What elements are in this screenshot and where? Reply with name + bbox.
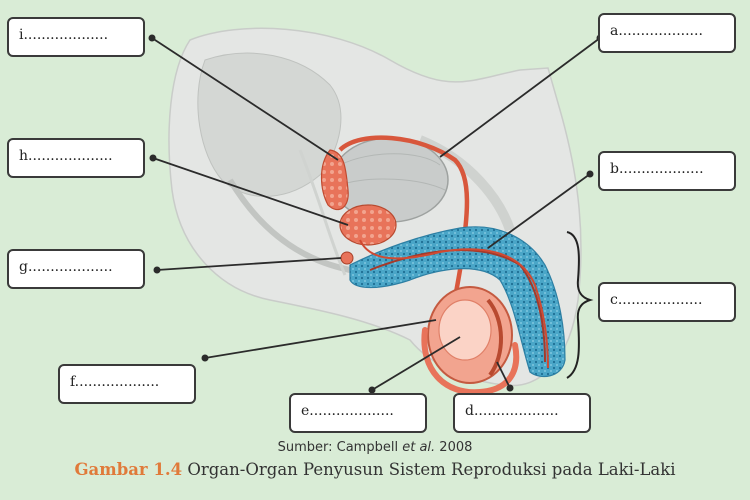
label-box-c[interactable]: c................... [598, 282, 736, 322]
leader-line-a [439, 37, 601, 158]
leader-line-b [487, 173, 591, 249]
leader-line-d [496, 361, 511, 389]
source-year: 2008 [435, 440, 473, 455]
figure-number: Gambar 1.4 [74, 460, 183, 479]
source-etal: et al. [402, 440, 436, 455]
label-box-f[interactable]: f................... [58, 364, 196, 404]
leader-line-g [156, 257, 342, 271]
figure-caption-text: Organ-Organ Penyusun Sistem Reproduksi p… [182, 460, 676, 479]
seminal-vesicle [320, 149, 349, 211]
source-prefix: Sumber: Campbell [277, 440, 403, 455]
penis-brace [566, 231, 594, 379]
label-box-b[interactable]: b................... [598, 151, 736, 191]
label-box-a[interactable]: a................... [598, 13, 736, 53]
leader-line-i [151, 37, 339, 161]
label-box-g[interactable]: g................... [7, 249, 145, 289]
leader-line-e [371, 336, 461, 391]
bulbourethral-gland [340, 251, 354, 265]
leader-line-h [152, 157, 349, 226]
urethra [359, 239, 549, 369]
source-credit: Sumber: Campbell et al. 2008 [0, 440, 750, 455]
label-box-e[interactable]: e................... [289, 393, 427, 433]
testis [427, 286, 513, 384]
label-box-h[interactable]: h................... [7, 138, 145, 178]
figure-caption: Gambar 1.4 Organ-Organ Penyusun Sistem R… [0, 460, 750, 479]
leader-line-f [204, 319, 437, 359]
label-box-i[interactable]: i................... [7, 17, 145, 57]
label-box-d[interactable]: d................... [453, 393, 591, 433]
leader-lines [148, 34, 604, 394]
scrotum [421, 327, 520, 396]
prostate [339, 204, 397, 246]
